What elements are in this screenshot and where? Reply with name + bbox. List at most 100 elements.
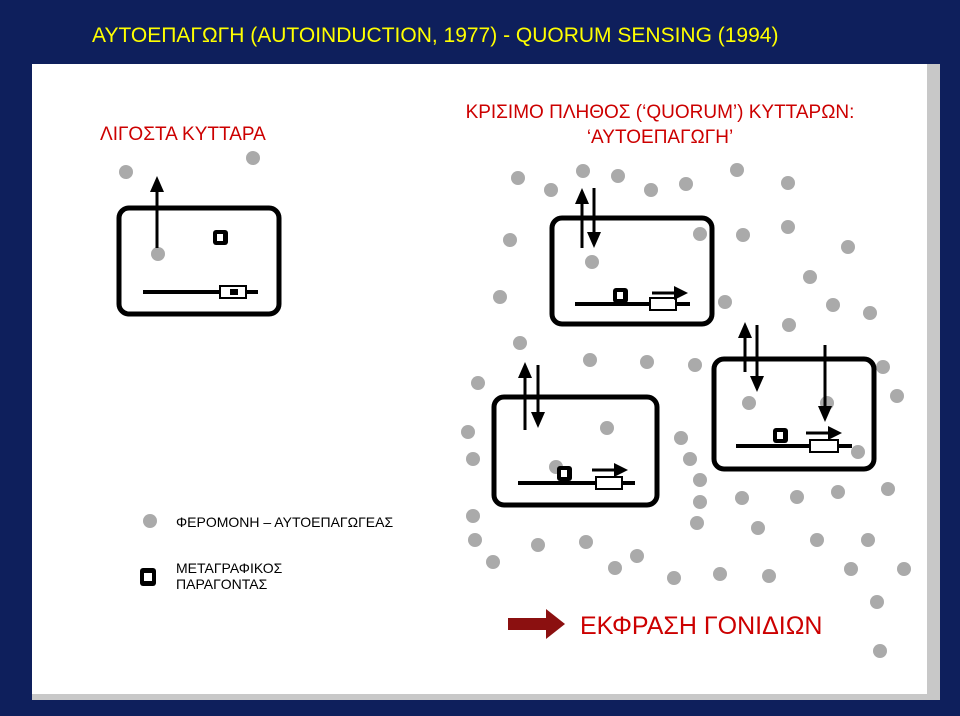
pheromone-dot xyxy=(544,183,558,197)
transcription-factor-icon-inner xyxy=(777,432,783,439)
pheromone-dot xyxy=(718,295,732,309)
pheromone-dot xyxy=(831,485,845,499)
pheromone-dots xyxy=(119,151,911,658)
pheromone-dot xyxy=(693,473,707,487)
cell-quorum-3 xyxy=(711,322,877,472)
pheromone-dot xyxy=(486,555,500,569)
pheromone-dot xyxy=(667,571,681,585)
cell-membrane xyxy=(491,394,660,508)
critical-mass-line2: ‘ΑΥΤΟΕΠΑΓΩΓΗ’ xyxy=(586,127,734,148)
expression-arrow-icon xyxy=(614,463,628,477)
pheromone-dot xyxy=(762,569,776,583)
transcription-factor-icon-inner xyxy=(561,470,567,477)
pheromone-dot xyxy=(841,240,855,254)
pheromone-dot xyxy=(782,318,796,332)
pheromone-dot xyxy=(246,151,260,165)
pheromone-dot xyxy=(576,164,590,178)
pheromone-dot xyxy=(890,389,904,403)
pheromone-dot xyxy=(693,227,707,241)
pheromone-dot xyxy=(531,538,545,552)
pheromone-dot xyxy=(600,421,614,435)
pheromone-dot xyxy=(471,376,485,390)
pheromone-dot xyxy=(644,183,658,197)
legend-tf-line2: ΠΑΡΑΓΟΝΤΑΣ xyxy=(176,576,268,592)
panel-frame-bottom xyxy=(32,694,940,700)
gene-box xyxy=(595,476,623,490)
pheromone-dot xyxy=(693,495,707,509)
pheromone-dot xyxy=(513,336,527,350)
export-arrow-icon xyxy=(150,176,164,192)
pheromone-dot xyxy=(640,355,654,369)
legend-transcription-factor-icon-inner xyxy=(144,573,152,581)
pheromone-dot xyxy=(683,452,697,466)
pheromone-dot xyxy=(861,533,875,547)
legend-pheromone-label: ΦΕΡΟΜΟΝΗ – ΑΥΤΟΕΠΑΓΩΓΕΑΣ xyxy=(176,514,394,530)
pheromone-dot xyxy=(679,177,693,191)
expression-arrow-icon xyxy=(674,286,688,300)
cell-few xyxy=(116,176,282,317)
legend-pheromone-icon xyxy=(143,514,157,528)
pheromone-dot xyxy=(881,482,895,496)
transcription-factor-icon-inner xyxy=(217,234,223,241)
gene-box xyxy=(649,297,677,311)
few-cells-label: ΛΙΓΟΣΤΑ ΚΥΤΤΑΡΑ xyxy=(100,124,266,145)
cell-quorum-1 xyxy=(549,188,715,327)
pheromone-dot xyxy=(826,298,840,312)
pheromone-dot xyxy=(781,176,795,190)
export-arrow-icon xyxy=(738,322,752,338)
pheromone-dot xyxy=(674,431,688,445)
cell-membrane xyxy=(549,215,715,327)
pheromone-dot xyxy=(511,171,525,185)
transcription-factor-icon-inner xyxy=(617,292,623,299)
pheromone-dot xyxy=(608,561,622,575)
gene-expression-arrow-shaft xyxy=(508,618,548,630)
export-arrow-icon xyxy=(518,362,532,378)
import-arrow-icon xyxy=(587,232,601,248)
pheromone-dot xyxy=(751,521,765,535)
pheromone-dot xyxy=(863,306,877,320)
pheromone-dot xyxy=(713,567,727,581)
pheromone-dot xyxy=(151,247,165,261)
pheromone-dot xyxy=(611,169,625,183)
import-arrow-icon xyxy=(818,406,832,422)
import-arrow-icon xyxy=(750,376,764,392)
critical-mass-line1: ΚΡΙΣΙΜΟ ΠΛΗΘΟΣ (‘QUORUM’) ΚΥΤΤΑΡΩΝ: xyxy=(465,102,855,123)
legend-tf-label: ΜΕΤΑΓΡΑΦΙΚΟΣ ΠΑΡΑΓΟΝΤΑΣ xyxy=(176,560,282,592)
pheromone-dot xyxy=(735,491,749,505)
cell-quorum-2 xyxy=(491,362,660,508)
legend-tf-line1: ΜΕΤΑΓΡΑΦΙΚΟΣ xyxy=(176,560,283,576)
cell-membrane xyxy=(711,356,877,472)
pheromone-dot xyxy=(690,516,704,530)
pheromone-dot xyxy=(583,353,597,367)
pheromone-dot xyxy=(730,163,744,177)
pheromone-dot xyxy=(119,165,133,179)
pheromone-dot xyxy=(688,358,702,372)
pheromone-dot xyxy=(503,233,517,247)
critical-mass-label: ΚΡΙΣΙΜΟ ΠΛΗΘΟΣ (‘QUORUM’) ΚΥΤΤΑΡΩΝ: ‘ΑΥΤ… xyxy=(430,100,890,150)
pheromone-dot xyxy=(736,228,750,242)
pheromone-dot xyxy=(803,270,817,284)
gene-expression-label: ΕΚΦΡΑΣΗ ΓΟΝΙΔΙΩΝ xyxy=(580,612,823,640)
gene-box-core xyxy=(230,289,238,295)
slide-title: ΑΥΤΟΕΠΑΓΩΓΗ (AUTOINDUCTION, 1977) - QUOR… xyxy=(92,24,779,47)
pheromone-dot xyxy=(630,549,644,563)
pheromone-dot xyxy=(466,509,480,523)
gene-expression-arrow-icon xyxy=(546,609,565,639)
export-arrow-icon xyxy=(575,188,589,204)
cell-membrane xyxy=(116,205,282,317)
pheromone-dot xyxy=(870,595,884,609)
panel-frame-right xyxy=(924,64,940,696)
pheromone-dot xyxy=(585,255,599,269)
pheromone-dot xyxy=(790,490,804,504)
pheromone-dot xyxy=(897,562,911,576)
expression-arrow-icon xyxy=(828,426,842,440)
pheromone-dot xyxy=(781,220,795,234)
pheromone-dot xyxy=(461,425,475,439)
pheromone-dot xyxy=(844,562,858,576)
pheromone-dot xyxy=(873,644,887,658)
pheromone-dot xyxy=(742,396,756,410)
pheromone-dot xyxy=(810,533,824,547)
pheromone-dot xyxy=(851,445,865,459)
pheromone-dot xyxy=(466,452,480,466)
